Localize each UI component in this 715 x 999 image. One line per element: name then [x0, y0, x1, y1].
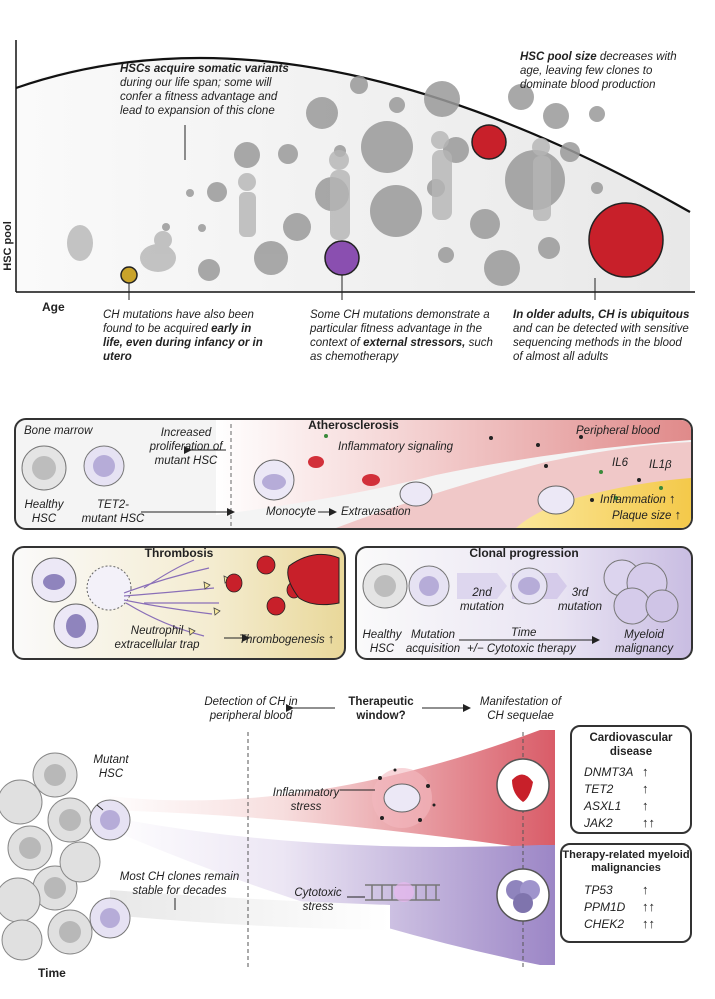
manifestation-label: Manifestation of CH sequelae: [479, 696, 562, 722]
x-axis-label: Age: [42, 300, 65, 314]
tet2-hsc-label: TET2- mutant HSC: [81, 499, 145, 525]
note-early-life: CH mutations have also been found to be …: [103, 309, 263, 363]
hsc-pool-graphic: [15, 40, 695, 303]
gene-name: CHEK2: [584, 916, 625, 931]
note-older-adults: In older adults, CH is ubiquitous and ca…: [513, 309, 690, 363]
cytotoxic-therapy-label: +/− Cytotoxic therapy: [467, 643, 576, 655]
time-axis-label: Time: [38, 966, 66, 980]
therapy-related-box: Therapy-related myeloid malignancies TP5…: [560, 843, 692, 943]
il1b-label: IL1β: [649, 459, 672, 471]
monocyte-label: Monocyte: [266, 506, 316, 518]
cardiovascular-gene-list: DNMT3A ↑ TET2 ↑ ASXL1 ↑ JAK2 ↑↑: [584, 763, 690, 831]
gene-row: PPM1D ↑↑: [584, 898, 690, 915]
thrombogenesis-label: Thrombogenesis ↑: [239, 631, 335, 647]
cardiovascular-box: Cardiovascular disease DNMT3A↑TET2↑ASXL1…: [570, 725, 692, 834]
extravasation-label: Extravasation: [341, 506, 411, 518]
clonal-graphic: [362, 559, 679, 644]
peripheral-blood-label: Peripheral blood: [576, 425, 660, 437]
gene-arrows: ↑: [642, 764, 649, 779]
note-somatic-variants: HSCs acquire somatic variants during our…: [120, 63, 289, 117]
therapy-related-title: Therapy-related myeloid malignancies: [562, 849, 690, 874]
il6-label: IL6: [612, 457, 628, 469]
detection-label: Detection of CH in peripheral blood: [204, 696, 298, 722]
clonal-progression-panel: Clonal progression Healthy HSC Mutation …: [355, 546, 693, 660]
therapeutic-window-label: Therapeutic window?: [348, 696, 414, 722]
gene-name: JAK2: [584, 815, 613, 830]
gene-name: PPM1D: [584, 899, 626, 914]
note-pool-size: HSC pool size decreases with age, leavin…: [520, 51, 677, 91]
gene-name: ASXL1: [584, 798, 622, 813]
gene-arrows: ↑↑: [642, 899, 655, 914]
inflammatory-signaling-label: Inflammatory signaling: [338, 441, 454, 453]
bone-marrow-label: Bone marrow: [24, 425, 93, 437]
mutant-hsc-label: Mutant HSC: [93, 754, 129, 780]
gene-name: TET2: [584, 781, 614, 796]
second-mutation-label: 2nd mutation: [459, 587, 505, 613]
time-label: Time: [511, 627, 537, 639]
therapy-related-gene-list: TP53 ↑ PPM1D ↑↑ CHEK2 ↑↑: [584, 881, 690, 932]
gene-row: CHEK2 ↑↑: [584, 915, 690, 932]
thrombosis-title: Thrombosis: [144, 546, 214, 560]
vessel-graphic: [21, 420, 691, 528]
hsc-pool-figure: [0, 0, 715, 303]
gene-row: TET2 ↑: [584, 780, 690, 797]
stable-clones-label: Most CH clones remain stable for decades: [119, 871, 240, 897]
net-label: Neutrophil extracellular trap: [114, 625, 200, 651]
atherosclerosis-panel: Atherosclerosis Bone marrow Peripheral b…: [14, 418, 693, 530]
thrombosis-panel: Thrombosis Neutrophil extracellular trap…: [12, 546, 346, 660]
healthy-hsc-label: Healthy HSC: [24, 499, 64, 525]
athero-title: Atherosclerosis: [308, 418, 399, 432]
clonal-healthy-label: Healthy HSC: [362, 629, 402, 655]
gene-arrows: ↑: [642, 781, 649, 796]
sequelae-figure: [0, 690, 715, 994]
third-mutation-label: 3rd mutation: [557, 587, 603, 613]
plaque-size-label: Plaque size ↑: [612, 507, 682, 523]
gene-row: TP53 ↑: [584, 881, 690, 898]
clonal-title: Clonal progression: [469, 546, 579, 560]
inflammatory-stress-label: Inflammatory stress: [272, 787, 340, 813]
increased-proliferation-label: Increased proliferation of mutant HSC: [149, 427, 223, 467]
thrombosis-graphic: [31, 553, 340, 649]
y-axis-label: HSC pool: [2, 221, 14, 271]
sequelae-graphic: [0, 704, 555, 970]
cardiovascular-title: Cardiovascular disease: [589, 732, 673, 758]
cytotoxic-stress-label: Cytotoxic stress: [294, 887, 342, 913]
gene-arrows: ↑: [642, 882, 649, 897]
gene-arrows: ↑: [642, 798, 649, 813]
gene-row: ASXL1 ↑: [584, 797, 690, 814]
note-external-stressors: Some CH mutations demonstrate a particul…: [310, 309, 493, 363]
gene-name: TP53: [584, 882, 613, 897]
myeloid-malignancy-label: Myeloid malignancy: [614, 629, 674, 655]
gene-arrows: ↑↑: [642, 815, 655, 830]
gene-arrows: ↑↑: [642, 916, 655, 931]
inflammation-label: Inflammation ↑: [600, 491, 676, 507]
gene-row: JAK2 ↑↑: [584, 814, 690, 831]
gene-row: DNMT3A ↑: [584, 763, 690, 780]
mutation-acquisition-label: Mutation acquisition: [405, 629, 461, 655]
gene-name: DNMT3A: [584, 764, 634, 779]
